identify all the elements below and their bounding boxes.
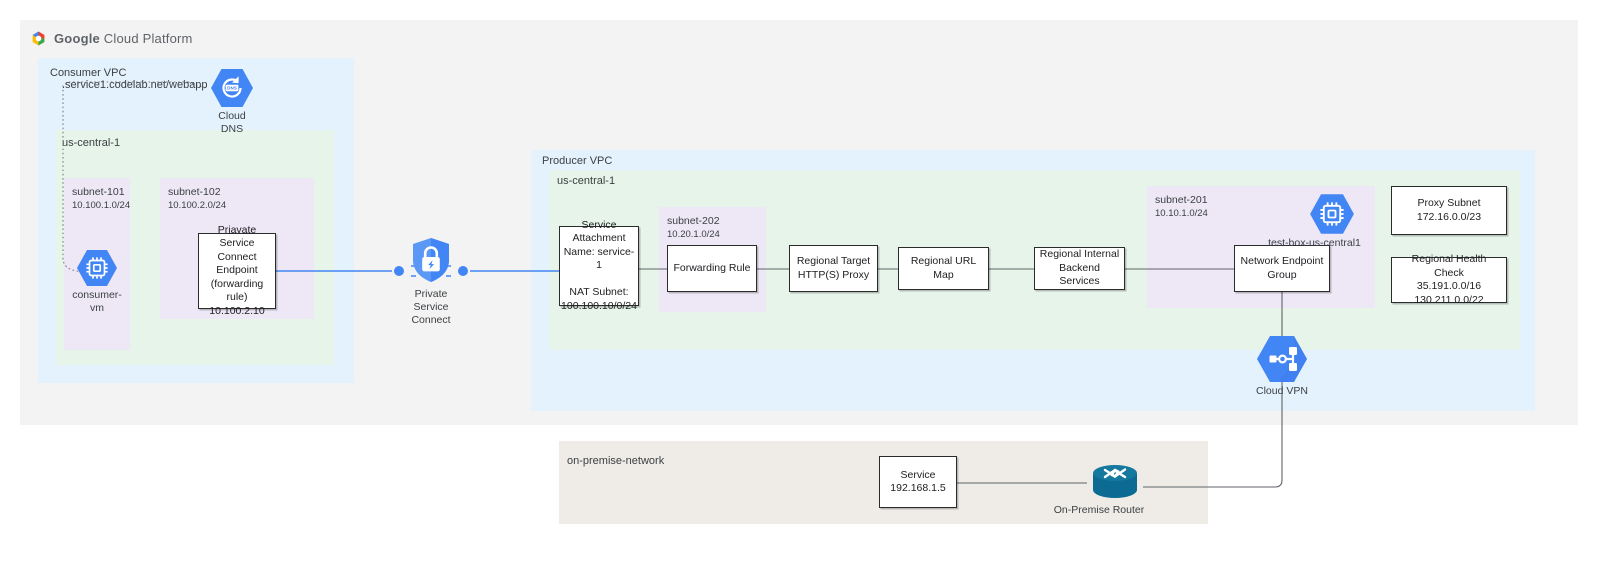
- subnet-101-name: subnet-101: [72, 186, 125, 198]
- gcp-brand-text: Google Cloud Platform: [54, 31, 193, 46]
- dns-record-label: .service1.codelab.net/webapp: [62, 79, 208, 91]
- compute-vm-icon: [76, 249, 118, 287]
- forwarding-rule-box[interactable]: Forwarding Rule: [667, 245, 757, 292]
- regional-target-proxy-label: Regional Target HTTP(S) Proxy: [796, 255, 871, 281]
- gcp-brand: Google Cloud Platform: [30, 28, 193, 48]
- subnet-102-title: subnet-102 10.100.2.0/24: [168, 186, 226, 212]
- proxy-subnet-label: Proxy Subnet 172.16.0.0/23: [1416, 197, 1482, 223]
- regional-health-check-box[interactable]: Regional Health Check 35.191.0.0/16 130.…: [1391, 253, 1507, 306]
- cloud-dns-icon: DNS: [210, 68, 254, 108]
- cloud-vpn-node[interactable]: Cloud VPN: [1255, 335, 1309, 398]
- subnet-201-name: subnet-201: [1155, 194, 1208, 206]
- private-service-connect-node[interactable]: Private Service Connect: [406, 236, 456, 327]
- subnet-202-title: subnet-202 10.20.1.0/24: [667, 215, 720, 241]
- consumer-region-label: us-central-1: [62, 137, 121, 149]
- proxy-subnet-box[interactable]: Proxy Subnet 172.16.0.0/23: [1391, 186, 1507, 235]
- psc-endpoint-box[interactable]: Priavate Service Connect Endpoint (forwa…: [198, 224, 276, 317]
- cloud-vpn-label: Cloud VPN: [1256, 385, 1308, 397]
- subnet-102-name: subnet-102: [168, 186, 221, 198]
- subnet-202-name: subnet-202: [667, 215, 720, 227]
- service-attachment-box[interactable]: Service Attachment Name: service-1 NAT S…: [559, 219, 639, 312]
- subnet-101-title: subnet-101 10.100.1.0/24: [72, 186, 130, 212]
- on-premise-service-box[interactable]: Service 192.168.1.5: [879, 456, 957, 508]
- regional-backend-services-box[interactable]: Regional Internal Backend Services: [1034, 247, 1125, 290]
- svg-text:DNS: DNS: [227, 86, 237, 91]
- network-endpoint-group-box[interactable]: Network Endpoint Group: [1234, 245, 1330, 292]
- psc-endpoint-label: Priavate Service Connect Endpoint (forwa…: [209, 223, 265, 317]
- consumer-vm-label: consumer-vm: [72, 289, 122, 314]
- subnet-201-title: subnet-201 10.10.1.0/24: [1155, 194, 1208, 220]
- regional-url-map-box[interactable]: Regional URL Map: [898, 247, 989, 290]
- brand-name-rest: Cloud Platform: [99, 30, 193, 46]
- private-service-connect-label: Private Service Connect: [411, 288, 451, 326]
- regional-health-check-label: Regional Health Check 35.191.0.0/16 130.…: [1411, 253, 1487, 306]
- test-box-vm-label: test-box-us-central1: [1268, 237, 1361, 249]
- service-attachment-label: Service Attachment Name: service-1 NAT S…: [561, 218, 637, 312]
- producer-vpc-label: Producer VPC: [542, 155, 613, 167]
- regional-url-map-label: Regional URL Map: [910, 255, 977, 281]
- consumer-vm-node[interactable]: consumer-vm: [72, 249, 122, 315]
- on-premise-router-node[interactable]: On-Premise Router: [1054, 460, 1144, 517]
- cloud-dns-node[interactable]: DNS Cloud DNS: [207, 68, 257, 136]
- brand-name-bold: Google: [54, 30, 100, 46]
- google-cloud-platform-logo-icon: [30, 30, 47, 47]
- subnet-202-cidr: 10.20.1.0/24: [667, 229, 720, 240]
- compute-vm-icon: [1309, 193, 1355, 235]
- regional-backend-services-label: Regional Internal Backend Services: [1039, 248, 1120, 288]
- test-box-vm-node[interactable]: test-box-us-central1: [1268, 193, 1361, 250]
- forwarding-rule-label: Forwarding Rule: [673, 261, 751, 274]
- on-premise-network-label: on-premise-network: [567, 455, 665, 467]
- on-premise-router-label: On-Premise Router: [1053, 504, 1145, 516]
- consumer-vpc-label: Consumer VPC: [50, 67, 127, 79]
- subnet-102-cidr: 10.100.2.0/24: [168, 200, 227, 211]
- regional-target-proxy-box[interactable]: Regional Target HTTP(S) Proxy: [789, 245, 878, 292]
- producer-region-label: us-central-1: [557, 175, 616, 187]
- subnet-101-cidr: 10.100.1.0/24: [72, 200, 131, 211]
- cloud-dns-label: Cloud DNS: [218, 110, 246, 135]
- on-premise-service-label: Service 192.168.1.5: [890, 468, 946, 495]
- private-service-connect-icon: [408, 236, 454, 284]
- router-icon: [1087, 460, 1143, 502]
- cloud-vpn-icon: [1256, 335, 1308, 383]
- subnet-201-cidr: 10.10.1.0/24: [1155, 208, 1208, 219]
- network-endpoint-group-label: Network Endpoint Group: [1240, 255, 1324, 281]
